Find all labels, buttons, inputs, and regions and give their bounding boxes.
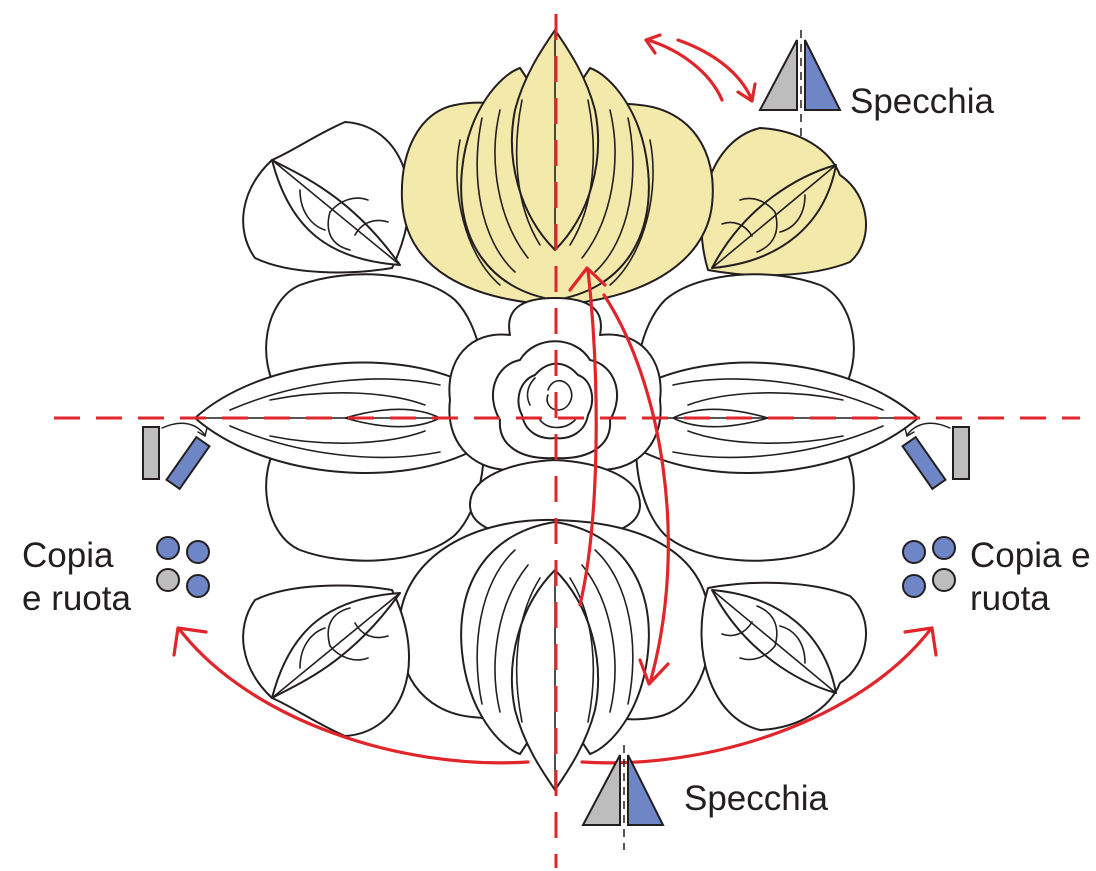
mirror-triangles-icon-top: [760, 30, 840, 138]
label-copy-rotate-left-line2: e ruota: [22, 579, 131, 618]
copy-rotate-circles-icon-right: [903, 537, 955, 597]
leaf-lower-right: [701, 583, 866, 730]
leaf-lower-left: [243, 586, 409, 736]
rotate-rect-icon-left: [143, 423, 209, 489]
copy-rotate-circles-icon-left: [157, 537, 209, 597]
rotate-rect-icon-right: [903, 423, 969, 489]
label-copy-rotate-right-line1: Copia e: [970, 536, 1091, 575]
mirror-arrow-top: [646, 35, 755, 101]
label-mirror-bottom: Specchia: [684, 779, 829, 818]
label-copy-rotate-right-line2: ruota: [970, 579, 1050, 618]
leaf-upper-left: [243, 122, 409, 272]
label-copy-rotate-left-line1: Copia: [22, 536, 114, 575]
label-mirror-top: Specchia: [850, 82, 995, 121]
leaf-upper-right: [701, 128, 866, 275]
